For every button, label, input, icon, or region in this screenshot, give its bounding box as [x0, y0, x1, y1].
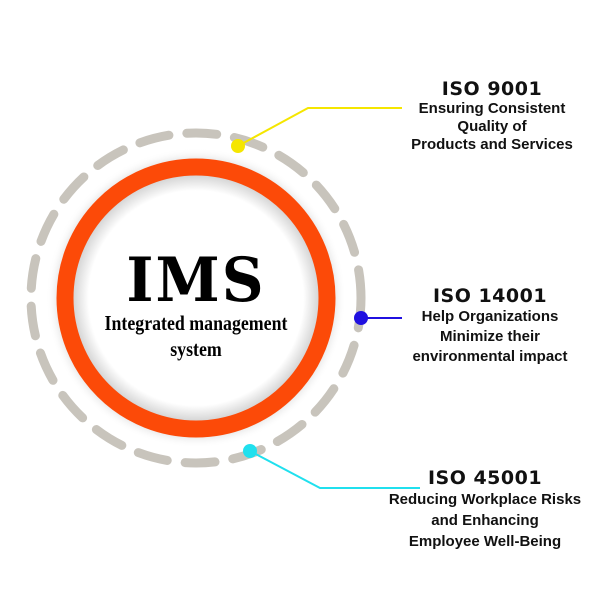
dashed-ring: [26, 128, 366, 468]
ims-subtitle-2: system: [170, 337, 222, 361]
center-label: IMS Integrated management system: [56, 244, 336, 362]
iso14001-block: ISO 14001 Help Organizations Minimize th…: [390, 285, 590, 367]
iso14001-line: environmental impact: [412, 348, 568, 365]
iso45001-connector: [249, 450, 420, 489]
orange-ring: [56, 158, 336, 438]
iso45001-line: Reducing Workplace Risks: [388, 491, 582, 508]
iso9001-line: Quality of: [457, 118, 527, 135]
iso9001-title: ISO 9001: [441, 78, 543, 100]
iso9001-line: Products and Services: [411, 136, 573, 153]
iso14001-dot: [354, 311, 368, 325]
ims-title: IMS: [126, 244, 266, 316]
iso14001-title: ISO 14001: [432, 285, 548, 307]
iso45001-dot: [243, 444, 257, 458]
iso45001-block: ISO 45001 Reducing Workplace Risks and E…: [370, 467, 600, 552]
iso9001-block: ISO 9001 Ensuring Consistent Quality of …: [392, 78, 592, 154]
ims-subtitle-1: Integrated management: [104, 311, 288, 335]
iso45001-title: ISO 45001: [427, 467, 543, 489]
iso45001-line: Employee Well-Being: [408, 533, 562, 550]
iso14001-line: Minimize their: [439, 328, 540, 345]
iso9001-dot: [231, 139, 245, 153]
iso9001-line: Ensuring Consistent: [418, 100, 566, 117]
iso9001-connector: [237, 107, 402, 147]
iso14001-line: Help Organizations: [421, 308, 559, 325]
iso45001-line: and Enhancing: [431, 512, 539, 529]
